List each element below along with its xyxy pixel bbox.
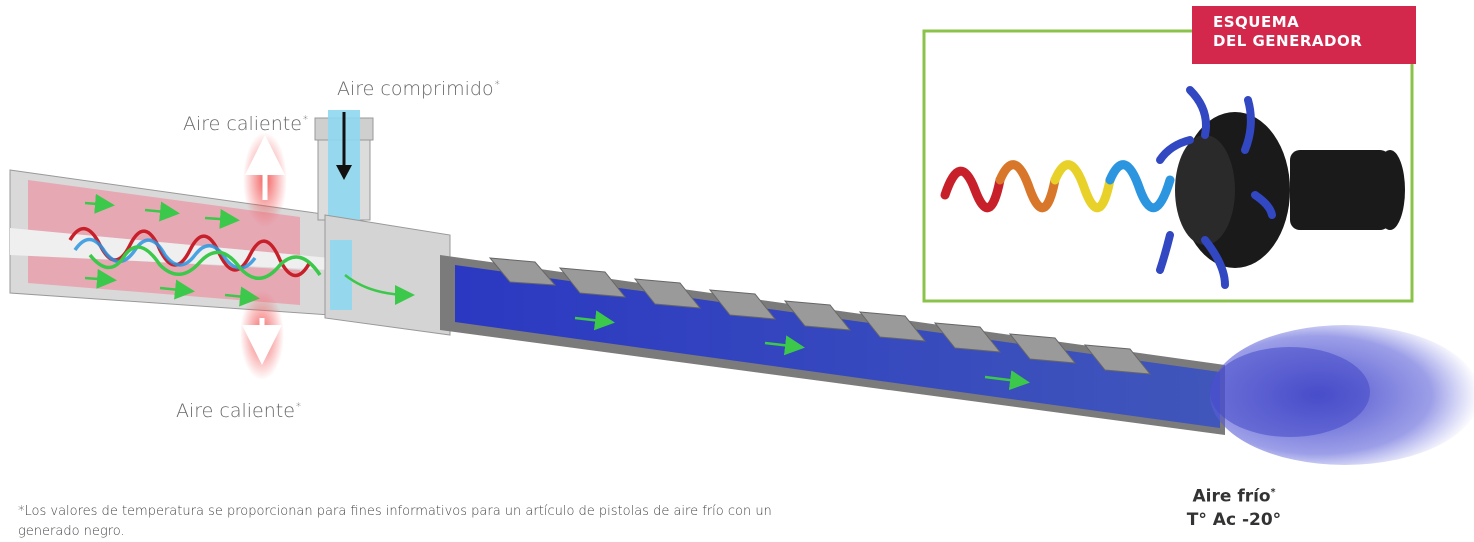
cold-air-cloud	[1210, 325, 1474, 465]
internal-vortex-spiral	[68, 227, 322, 280]
hot-air-exhaust-top	[243, 132, 287, 228]
cold-flow-arrows	[344, 274, 1030, 391]
inset-air-arrows	[1156, 86, 1276, 289]
compressed-air-label: Aire comprimido*	[337, 78, 500, 100]
footnote: *Los valores de temperatura se proporcio…	[18, 504, 772, 539]
generator-schematic-tag: ESQUEMA DEL GENERADOR	[1192, 6, 1416, 64]
inset-generator-nozzle	[1175, 112, 1405, 268]
cold-air-temperature: T° Ac -20°	[1186, 509, 1282, 530]
hot-air-top-label: Aire caliente*	[183, 113, 309, 135]
tag-line-1: ESQUEMA	[1213, 13, 1300, 31]
cold-air-label: Aire frío* T° Ac -20°	[1160, 481, 1308, 532]
hot-air-bottom-label: Aire caliente*	[176, 400, 302, 422]
hot-flow-arrows	[84, 193, 260, 307]
cold-air-text: Aire frío	[1192, 486, 1271, 507]
inset-spiral	[940, 160, 1175, 213]
compressed-air-inlet	[314, 110, 374, 225]
tag-line-2: DEL GENERADOR	[1213, 32, 1363, 50]
generator-block	[324, 214, 451, 336]
generator-inset	[922, 29, 1414, 303]
hot-air-exhaust-bottom	[240, 290, 284, 380]
